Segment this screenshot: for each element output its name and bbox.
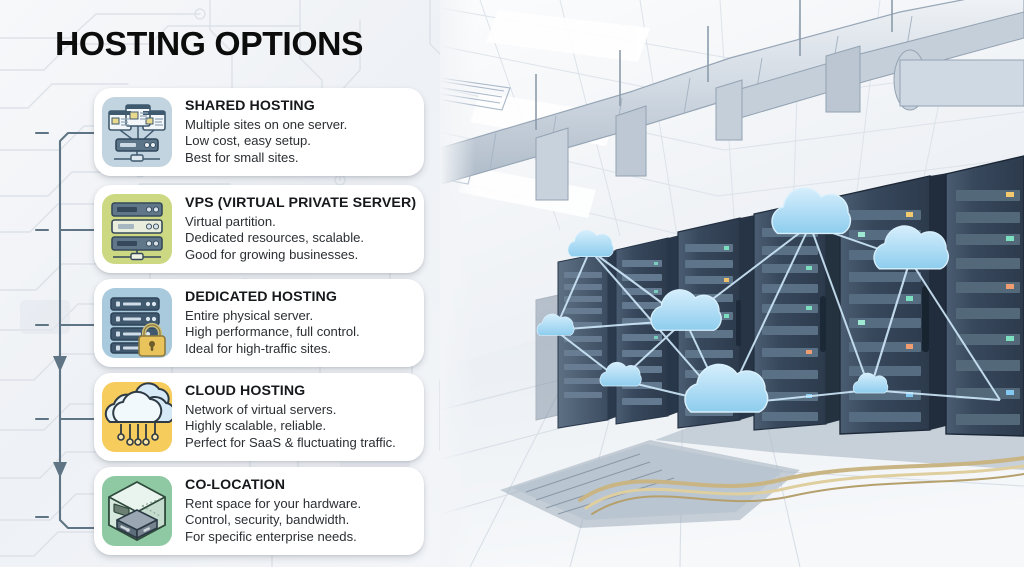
card-line-1: Virtual partition. (185, 213, 276, 229)
card-line-3: Best for small sites. (185, 149, 299, 165)
card-cloud-hosting[interactable]: CLOUD HOSTING Network of virtual servers… (94, 373, 424, 461)
cloud-hosting-icon (102, 382, 172, 452)
card-dedicated-hosting[interactable]: DEDICATED HOSTING Entire physical server… (94, 279, 424, 367)
card-line-1: Entire physical server. (185, 307, 314, 323)
card-shared-hosting[interactable]: SHARED HOSTING Multiple sites on one ser… (94, 88, 424, 176)
card-title: CO-LOCATION (185, 476, 286, 493)
co-location-icon (102, 476, 172, 546)
page-title: HOSTING OPTIONS (55, 25, 364, 62)
card-title: SHARED HOSTING (185, 97, 315, 114)
card-body: DEDICATED HOSTING Entire physical server… (185, 289, 360, 357)
card-line-1: Multiple sites on one server. (185, 116, 348, 132)
card-line-1: Network of virtual servers. (185, 401, 337, 417)
card-line-2: Highly scalable, reliable. (185, 418, 327, 434)
card-body: CLOUD HOSTING Network of virtual servers… (185, 383, 396, 451)
card-line-2: Low cost, easy setup. (185, 133, 311, 149)
card-body: SHARED HOSTING Multiple sites on one ser… (185, 98, 347, 166)
card-title: DEDICATED HOSTING (185, 288, 337, 305)
card-line-3: Good for growing businesses. (185, 246, 359, 262)
vps-icon (102, 194, 172, 264)
card-title: VPS (VIRTUAL PRIVATE SERVER) (185, 194, 417, 211)
card-line-2: Dedicated resources, scalable. (185, 230, 365, 246)
card-line-2: High performance, full control. (185, 324, 360, 340)
data-center-illustration (440, 0, 1024, 567)
card-co-location[interactable]: CO-LOCATION Rent space for your hardware… (94, 467, 424, 555)
card-line-3: For specific enterprise needs. (185, 528, 357, 544)
card-line-2: Control, security, bandwidth. (185, 512, 350, 528)
card-line-3: Perfect for SaaS & fluctuating traffic. (185, 434, 396, 450)
card-title: CLOUD HOSTING (185, 382, 306, 399)
card-line-3: Ideal for high-traffic sites. (185, 340, 332, 356)
card-body: VPS (VIRTUAL PRIVATE SERVER) Virtual par… (185, 195, 416, 263)
card-line-1: Rent space for your hardware. (185, 495, 362, 511)
flow-connectors (34, 131, 98, 530)
dedicated-hosting-icon (102, 288, 172, 358)
card-body: CO-LOCATION Rent space for your hardware… (185, 477, 361, 545)
card-vps[interactable]: VPS (VIRTUAL PRIVATE SERVER) Virtual par… (94, 185, 424, 273)
shared-hosting-icon (102, 97, 172, 167)
